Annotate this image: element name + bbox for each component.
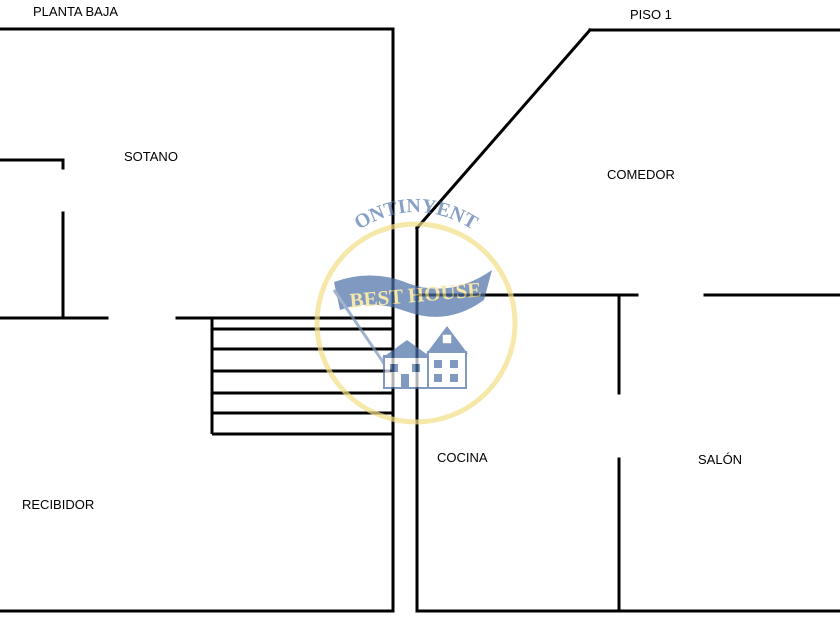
room-label-sotano: SOTANO	[124, 149, 178, 164]
room-label-cocina: COCINA	[437, 450, 488, 465]
watermark-house-icon	[382, 326, 468, 389]
ground-floor-walls	[0, 27, 395, 613]
ground-floor-title: PLANTA BAJA	[33, 4, 119, 19]
room-label-recibidor: RECIBIDOR	[22, 497, 95, 512]
watermark-logo: ONTINYENT BEST HOUSE	[314, 195, 518, 425]
watermark-banner	[334, 270, 492, 317]
ground-floor-outline	[0, 27, 395, 613]
first-floor-title: PISO 1	[630, 7, 672, 22]
room-label-comedor: COMEDOR	[607, 167, 675, 182]
first-floor-walls	[414, 27, 840, 613]
first-floor-diagonal-wall	[414, 27, 593, 231]
room-label-salon: SALÓN	[698, 452, 743, 467]
sotano-wall-top	[0, 158, 65, 170]
staircase	[210, 318, 393, 436]
watermark-ring	[314, 221, 518, 425]
